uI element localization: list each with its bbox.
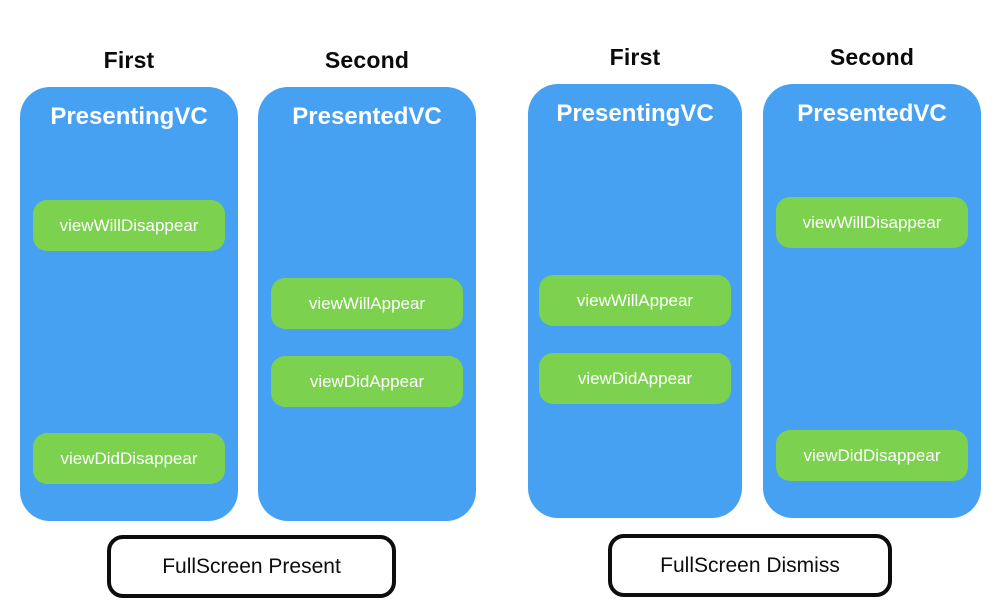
column-label-second-present: Second bbox=[324, 47, 410, 73]
column-label-second-dismiss: Second bbox=[829, 44, 915, 70]
lifecycle-event-viewdiddisappear: viewDidDisappear bbox=[776, 430, 968, 481]
lifecycle-event-viewwilldisappear: viewWillDisappear bbox=[33, 200, 225, 251]
lifecycle-event-viewwilldisappear: viewWillDisappear bbox=[776, 197, 968, 248]
caption-fullscreen-dismiss: FullScreen Dismiss bbox=[608, 534, 892, 597]
caption-fullscreen-present: FullScreen Present bbox=[107, 535, 396, 598]
caption-label: FullScreen Present bbox=[162, 554, 341, 578]
lifecycle-event-viewwillappear: viewWillAppear bbox=[271, 278, 463, 329]
vc-card-title: PresentingVC bbox=[50, 103, 208, 130]
lifecycle-event-viewwillappear: viewWillAppear bbox=[539, 275, 731, 326]
vc-card-title: PresentedVC bbox=[292, 103, 442, 130]
vc-card-presented-present: PresentedVC viewWillAppear viewDidAppear bbox=[258, 87, 476, 521]
lifecycle-event-viewdiddisappear: viewDidDisappear bbox=[33, 433, 225, 484]
column-label-first-dismiss: First bbox=[609, 44, 661, 70]
vc-card-presenting-present: PresentingVC viewWillDisappear viewDidDi… bbox=[20, 87, 238, 521]
column-label-first-present: First bbox=[103, 47, 155, 73]
vc-card-presented-dismiss: PresentedVC viewWillDisappear viewDidDis… bbox=[763, 84, 981, 518]
vc-card-title: PresentingVC bbox=[556, 100, 714, 127]
caption-label: FullScreen Dismiss bbox=[660, 553, 840, 577]
vc-card-title: PresentedVC bbox=[797, 100, 947, 127]
lifecycle-event-viewdidappear: viewDidAppear bbox=[539, 353, 731, 404]
vc-card-presenting-dismiss: PresentingVC viewWillAppear viewDidAppea… bbox=[528, 84, 742, 518]
lifecycle-event-viewdidappear: viewDidAppear bbox=[271, 356, 463, 407]
